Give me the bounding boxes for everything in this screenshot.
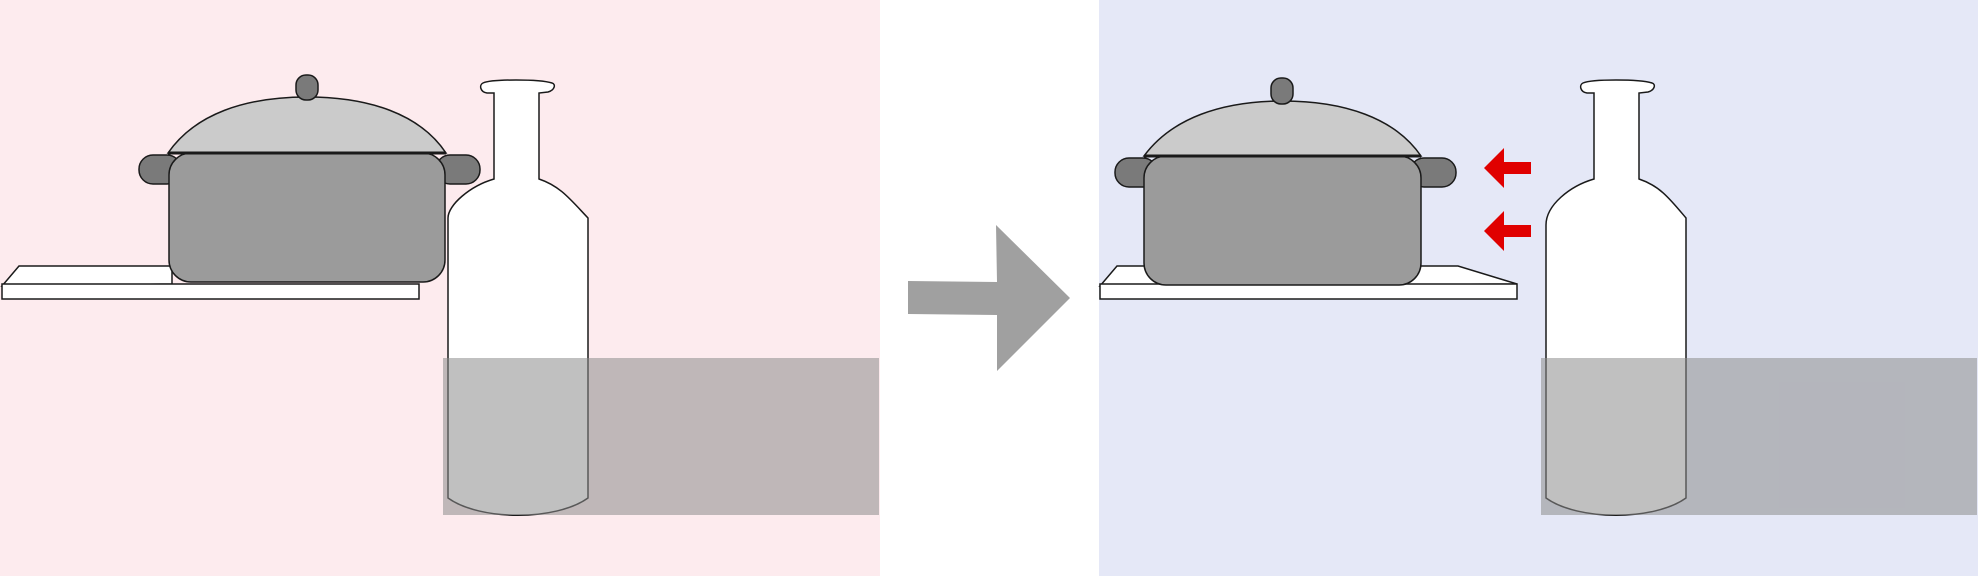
after-panel xyxy=(1098,0,1978,576)
before-pot-knob xyxy=(295,74,319,101)
after-cooking-pot xyxy=(1114,77,1457,286)
before-pot-body xyxy=(168,152,446,283)
before-overlay-region xyxy=(443,358,879,515)
after-pot-knob xyxy=(1270,77,1294,105)
left-arrow-icon xyxy=(1484,148,1531,251)
before-panel xyxy=(0,0,880,576)
right-arrow-icon xyxy=(908,225,1070,371)
after-pot-body xyxy=(1143,155,1422,286)
after-overlay-region xyxy=(1541,358,1977,515)
before-cooking-pot xyxy=(138,74,481,283)
motion-arrow-upper xyxy=(1484,148,1531,188)
motion-arrow-lower xyxy=(1484,211,1531,251)
transition-arrow xyxy=(908,225,1070,371)
